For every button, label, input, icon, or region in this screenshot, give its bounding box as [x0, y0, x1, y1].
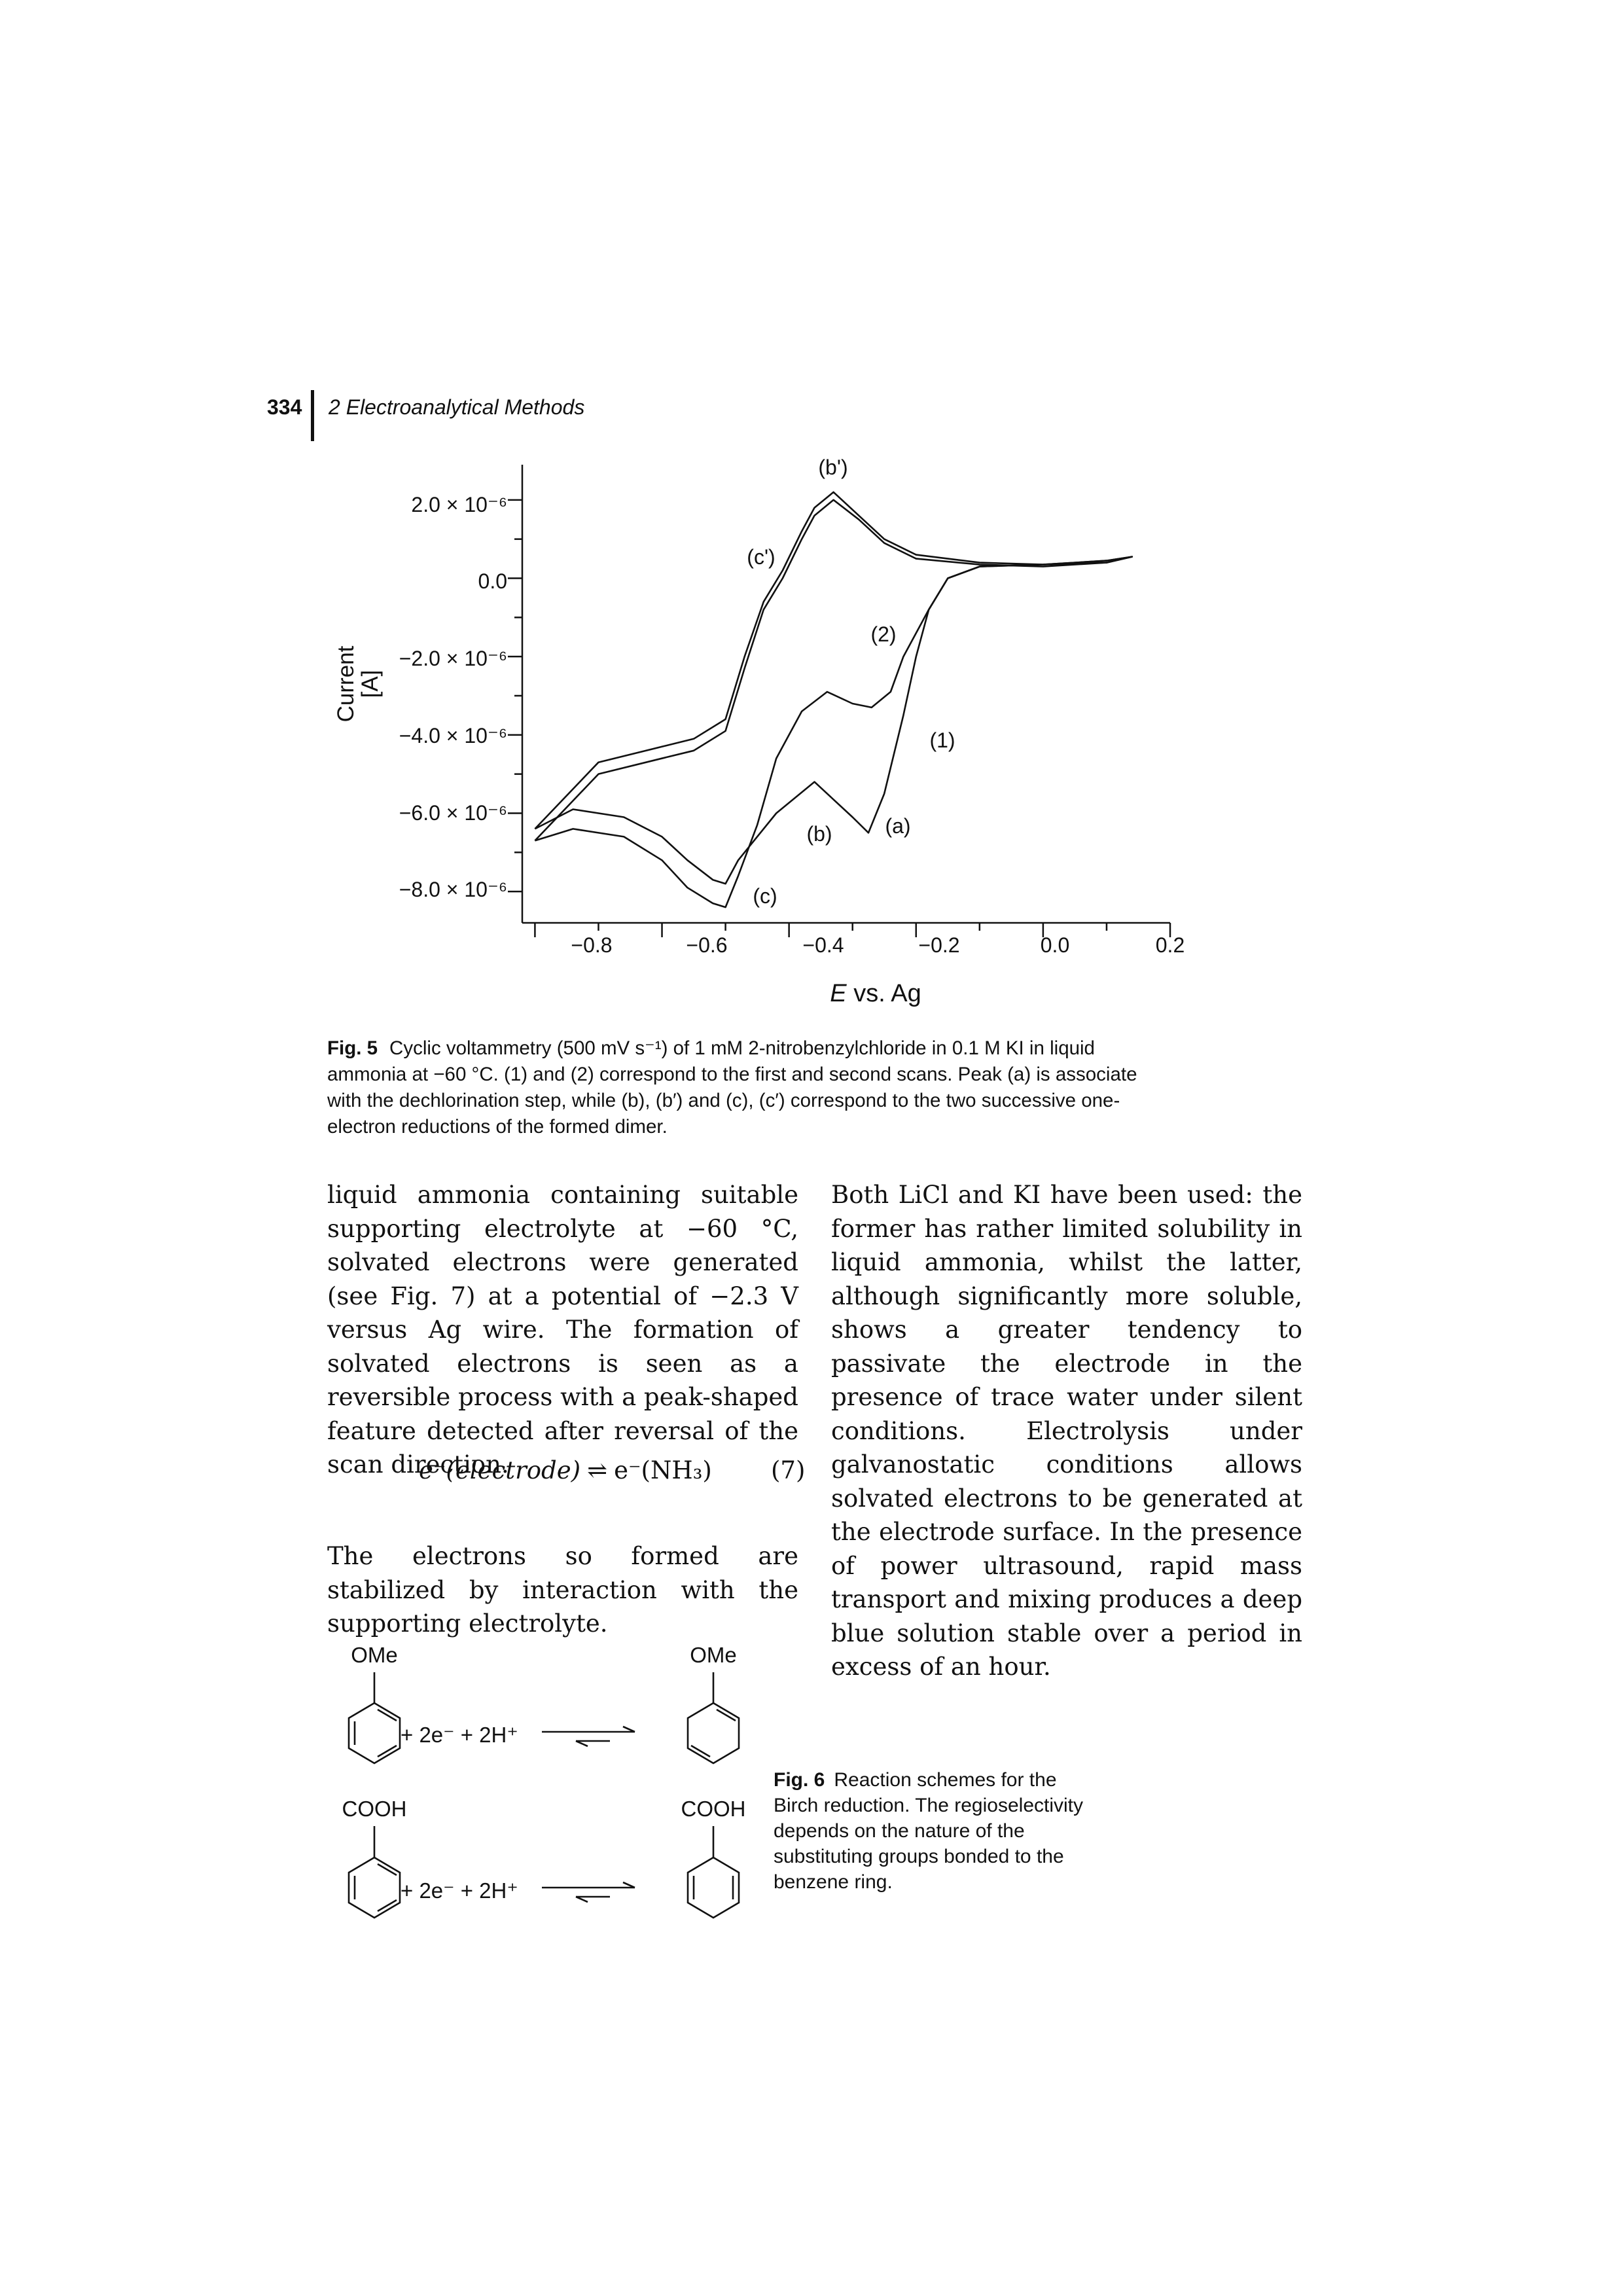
peak-label-b: (b): [806, 822, 832, 846]
scan-label-2: (2): [870, 622, 896, 646]
reagents-label: + 2e⁻ + 2H⁺: [401, 1723, 518, 1747]
voltammogram-scan-1: [534, 491, 1133, 885]
substituent-label: COOH: [342, 1797, 407, 1821]
figure-6-caption-label: Fig. 6: [774, 1769, 825, 1791]
y-tick-label: −4.0 × 10⁻⁶: [399, 724, 507, 747]
x-axis-label: E vs. Ag: [830, 980, 921, 1007]
x-tick-label: −0.4: [802, 933, 844, 957]
y-tick-label: 2.0 × 10⁻⁶: [411, 493, 507, 516]
x-tick-label: −0.2: [918, 933, 959, 957]
figure-6-caption-text: Reaction schemes for the Birch reduction…: [774, 1769, 1083, 1893]
page-number: 334: [267, 395, 302, 419]
equation-7: e⁻(electrode)⇌e⁻(NH₃): [419, 1456, 712, 1484]
body-paragraph: liquid ammonia containing suitable suppo…: [327, 1181, 798, 1479]
y-tick-label: −2.0 × 10⁻⁶: [399, 647, 507, 670]
peak-label-a: (a): [885, 814, 910, 838]
benzene-ring-reactant: [348, 1672, 401, 1765]
peak-label-c: (c): [753, 884, 777, 908]
equation-rhs: e⁻(NH₃): [614, 1456, 712, 1484]
equation-number: (7): [771, 1456, 806, 1484]
equilibrium-arrow: [542, 1881, 635, 1903]
x-tick-label: −0.6: [686, 933, 727, 957]
figure-6-scheme: OMe OMe + 2e⁻ + 2H⁺ COOH COOH + 2e⁻ + 2H…: [342, 1643, 746, 1919]
body-paragraph: Both LiCl and KI have been used: the for…: [831, 1181, 1302, 1681]
equation-arrow: ⇌: [587, 1456, 608, 1484]
substituent-label: COOH: [681, 1797, 746, 1821]
figure-5-chart: Current [A] 2.0 × 10⁻⁶ 0.0 −2.0 × 10⁻⁶ −…: [333, 456, 1185, 1007]
y-axis-unit: [A]: [357, 670, 383, 698]
y-tick-label: −6.0 × 10⁻⁶: [399, 801, 507, 825]
benzene-ring-reactant: [348, 1826, 401, 1919]
body-paragraph: The electrons so formed are stabilized b…: [327, 1542, 798, 1638]
substituent-label: OMe: [351, 1643, 398, 1667]
y-tick-label: 0.0: [478, 569, 507, 593]
cyclohexadiene-ring-product: [687, 1826, 740, 1919]
y-tick-label: −8.0 × 10⁻⁶: [399, 878, 507, 901]
header-rule: [311, 390, 314, 441]
equation-lhs: e⁻(electrode): [419, 1456, 581, 1484]
reagents-label: + 2e⁻ + 2H⁺: [401, 1878, 518, 1903]
scan-label-1: (1): [929, 728, 955, 752]
voltammogram-scan-2: [534, 499, 1133, 908]
y-axis-label: Current: [333, 645, 359, 722]
substituent-label: OMe: [690, 1643, 737, 1667]
x-tick-label: −0.8: [571, 933, 612, 957]
body-column-right: Both LiCl and KI have been used: the for…: [831, 1178, 1302, 1684]
figure-5-caption-text: Cyclic voltammetry (500 mV s⁻¹) of 1 mM …: [327, 1037, 1137, 1138]
running-title: 2 Electroanalytical Methods: [329, 395, 585, 419]
cyclohexadiene-ring-product: [687, 1672, 740, 1765]
body-column-left: liquid ammonia containing suitable suppo…: [327, 1178, 798, 1482]
equilibrium-arrow: [542, 1725, 635, 1748]
peak-label-c-prime: (c'): [747, 545, 775, 569]
peak-label-b-prime: (b'): [818, 456, 847, 479]
figure-5-caption-label: Fig. 5: [327, 1037, 378, 1059]
x-tick-label: 0.0: [1041, 933, 1069, 957]
